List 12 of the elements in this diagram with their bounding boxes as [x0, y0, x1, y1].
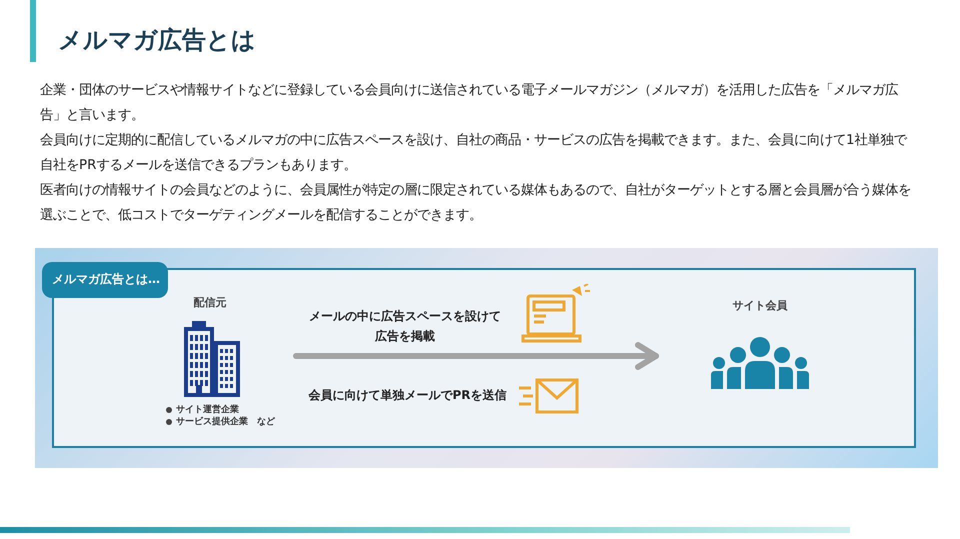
paragraph: 企業・団体のサービスや情報サイトなどに登録している会員向けに送信されている電子メールマガジン（メルマガ）を活用した広告を「メルマガ広告」と言います。 — [40, 82, 899, 125]
list-item: サービス提供企業 など — [176, 416, 275, 428]
heading-tab: メルマガ広告とは… — [42, 262, 168, 298]
title: メルマガ広告とは — [58, 25, 256, 56]
arrow-caption: メールの中に広告スペースを設けて広告を掲載 — [308, 308, 502, 345]
arrow-caption: 会員に向けて単独メールでPRを送信 — [307, 387, 508, 404]
paragraph: 会員向けに定期的に配信しているメルマガの中に広告スペースを設け、自社の商品・サービスの広告を掲載できます。また、会員に向けて1社単独で自社をPRするメールを送信できるプランもあります。 — [40, 132, 908, 175]
paragraph: 医者向けの情報サイトの会員などのように、会員属性が特定の層に限定されている媒体もあるので、自社がターゲットとする層と会員層が合う媒体を選ぶことで、低コストでターゲティングメールを配信することができます。 — [40, 182, 912, 225]
node-heading: 配信元 — [192, 295, 228, 310]
list-item: サイト運営企業 — [176, 403, 239, 416]
node-heading: サイト会員 — [732, 298, 788, 313]
arrow — [293, 342, 659, 370]
